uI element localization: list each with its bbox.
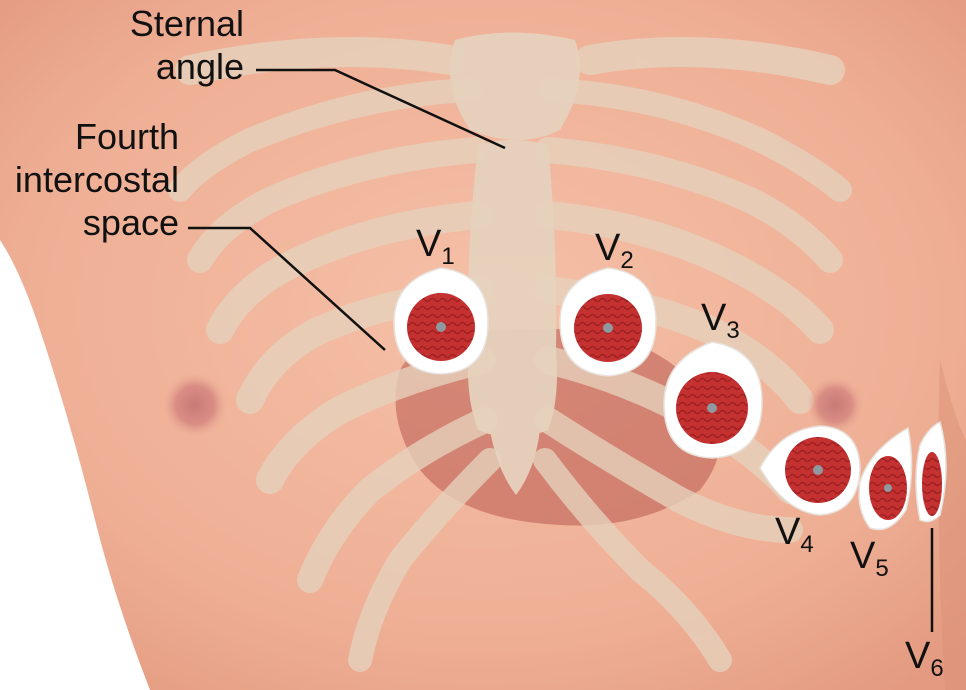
sternal-angle-leader [256,68,506,150]
electrode-v3 [663,341,763,459]
sternum [450,32,580,495]
electrode-v5 [858,426,913,531]
sternal-angle-line-2: angle [155,46,244,87]
electrode-v6 [915,420,947,523]
electrode-v1 [393,267,489,375]
electrode-v2 [559,267,657,377]
lead-label-v2: V2 [595,227,634,274]
sternal-angle-line-1: Sternal [129,3,244,44]
sternal-angle-label: Sternal angle [130,2,244,88]
fourth-intercostal-space-label: Fourth intercostal space [15,115,179,244]
lead-label-v4: V4 [775,511,814,558]
electrode-v4 [759,425,861,516]
fourth-ics-line-2: intercostal [14,159,179,200]
torso-right-edge-shadow [938,360,966,690]
lead-label-v6: V6 [905,635,944,682]
fourth-ics-line-1: Fourth [74,116,179,157]
xiphoid-process [490,425,540,495]
manubrium [450,32,580,140]
left-nipple [163,373,227,437]
right-nipple [807,377,863,433]
fourth-ics-line-3: space [82,202,179,243]
lead-label-v3: V3 [701,297,740,344]
leader-lines [188,68,934,632]
sternal-body [467,140,557,438]
clavicles [175,37,845,85]
lead-label-v5: V5 [850,535,889,582]
lead-label-v1: V1 [416,223,455,270]
fourth-ics-leader [188,226,386,351]
